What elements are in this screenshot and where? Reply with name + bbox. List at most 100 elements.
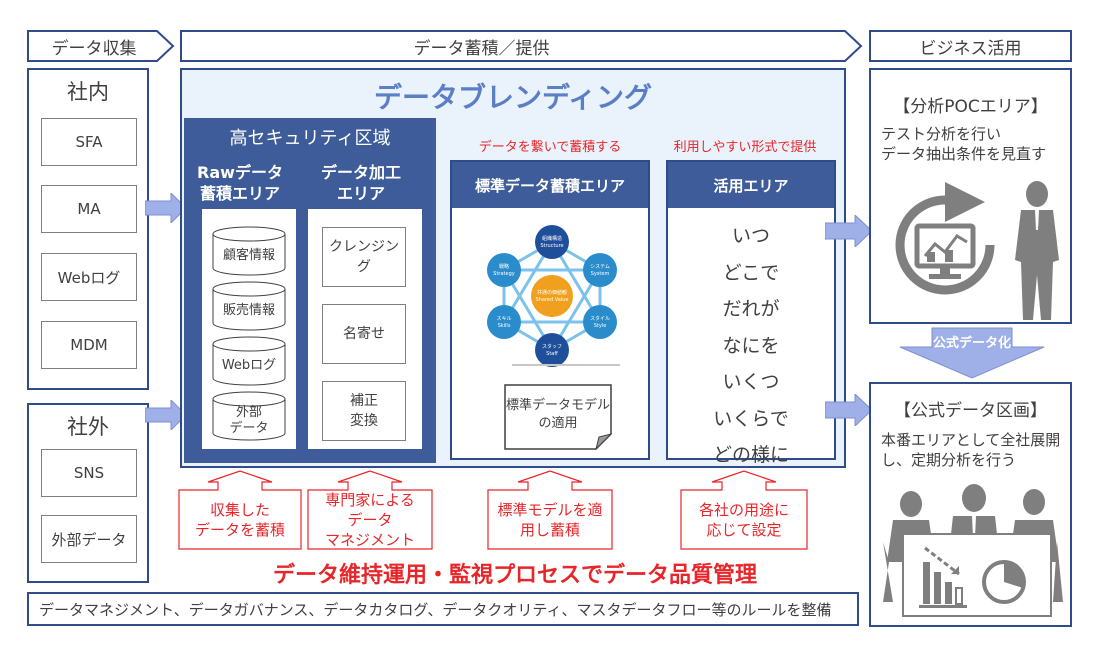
processing-area-title: データ加工 エリア	[306, 162, 416, 204]
usage-question: いつ	[731, 225, 770, 247]
usage-questions-list: いつ どこで だれが なにを いくつ いくらで どの様に	[668, 218, 834, 474]
standard-caption: データを繋いで蓄積する	[478, 140, 622, 155]
callout-standard-model: 標準モデルを適 用し蓄積	[487, 470, 613, 550]
callout-line2: 用し蓄積	[519, 521, 580, 539]
callout-text: 標準モデルを適 用し蓄積	[487, 490, 613, 550]
usage-area: 活用エリア いつ どこで だれが なにを いくつ いくらで どの様に	[666, 160, 836, 466]
database-icon	[212, 336, 286, 386]
usage-question: だれが	[722, 298, 780, 320]
header-store-label: データ蓄積／提供	[413, 38, 550, 59]
proc-title-line2: エリア	[336, 184, 385, 203]
database-icon	[212, 226, 286, 276]
poc-analysis-panel: 【分析POCエリア】 テスト分析を行い データ抽出条件を見直す	[869, 68, 1072, 324]
db-weblog: Webログ	[212, 336, 286, 386]
node-skills	[487, 305, 521, 339]
official-desc-line2: し、定期分析を行う	[881, 451, 1017, 469]
database-icon	[212, 281, 286, 331]
callout-line1: 各社の用途に	[698, 501, 789, 519]
source-sfa: SFA	[41, 118, 137, 166]
raw-title-line1: Rawデータ	[197, 163, 283, 182]
note-line1: 標準データモデル	[505, 398, 610, 413]
usage-question: いくつ	[722, 371, 780, 393]
flow-arrow-external	[145, 400, 187, 430]
poc-desc-line2: データ抽出条件を見直す	[881, 145, 1047, 163]
flow-arrow-internal	[145, 193, 187, 223]
callout-line1: 専門家による	[325, 491, 415, 509]
header-data-collection: データ収集	[27, 30, 175, 62]
node-staff-en: Staff	[546, 351, 558, 357]
usage-question: なにを	[722, 334, 780, 357]
callout-text: 収集した データを蓄積	[178, 490, 302, 550]
db-label: 外部 データ	[212, 401, 286, 441]
header-business-use: ビジネス活用	[869, 30, 1072, 62]
node-staff-ja: スタッフ	[542, 343, 562, 350]
callout-text: 各社の用途に 応じて設定	[680, 490, 808, 550]
node-skills-en: Skills	[498, 323, 511, 329]
usage-question: いくらで	[713, 407, 789, 430]
callout-line2: データ	[347, 511, 393, 529]
node-strategy-ja: 戦略	[499, 263, 509, 270]
secure-zone-title: 高セキュリティ区域	[229, 128, 391, 149]
usage-area-title: 活用エリア	[668, 162, 834, 208]
callout-shape	[307, 470, 433, 550]
officialize-arrow: 公式データ化	[898, 327, 1046, 379]
node-shared-en: Shared Value	[536, 297, 569, 303]
officialize-label: 公式データ化	[932, 335, 1011, 351]
db-label: 販売情報	[222, 303, 275, 318]
node-structure	[535, 225, 569, 259]
node-structure-en: Structure	[540, 243, 563, 249]
internal-title: 社内	[67, 80, 109, 104]
down-arrow-shape	[899, 327, 1045, 379]
callout-text: 専門家による データ マネジメント	[307, 490, 433, 550]
header-business-label: ビジネス活用	[919, 38, 1022, 59]
node-structure-ja: 組織構造	[542, 235, 562, 242]
seven-s-framework-graphic: 組織構造 Structure システム System スタイル Style スタ…	[487, 225, 620, 367]
businessman-silhouette-icon	[1015, 181, 1059, 320]
note-line2: の適用	[538, 416, 578, 431]
team-report-icon	[883, 484, 1063, 617]
flow-arrow-to-official	[825, 394, 873, 426]
official-description: 本番エリアとして全社展開 し、定期分析を行う	[881, 430, 1064, 470]
node-style-ja: スタイル	[590, 315, 610, 322]
raw-area-title: Rawデータ 蓄積エリア	[190, 162, 290, 204]
node-strategy-en: Strategy	[493, 271, 514, 277]
node-staff	[535, 333, 569, 367]
process-label-line1: 補正	[350, 393, 378, 409]
data-blending-area: データブレンディング 高セキュリティ区域 Rawデータ 蓄積エリア データ加工 …	[180, 68, 846, 468]
callout-shape	[680, 470, 808, 550]
process-name-matching: 名寄せ	[322, 304, 406, 364]
node-shared-ja: 共通の価値観	[537, 289, 567, 296]
header-collect-label: データ収集	[51, 38, 137, 59]
process-correction: 補正 変換	[322, 381, 406, 441]
node-strategy	[487, 253, 521, 287]
chevron-shape	[27, 30, 175, 62]
rules-bar: データマネジメント、データガバナンス、データカタログ、データクオリティ、マスタデ…	[27, 592, 859, 626]
poc-title: 【分析POCエリア】	[893, 97, 1048, 117]
callout-shape	[178, 470, 302, 550]
source-mdm: MDM	[41, 321, 137, 369]
source-weblog: Webログ	[41, 253, 137, 301]
note-shape	[504, 384, 612, 450]
usage-caption: 利用しやすい形式で提供	[673, 140, 817, 155]
high-security-zone: 高セキュリティ区域 Rawデータ 蓄積エリア データ加工 エリア 顧客情報 販売…	[184, 118, 436, 463]
node-system-ja: システム	[590, 264, 610, 270]
source-ma: MA	[41, 185, 137, 233]
callout-expert-management: 専門家による データ マネジメント	[307, 470, 433, 550]
database-icon	[212, 391, 286, 441]
footnote-line	[512, 364, 620, 366]
official-data-panel: 【公式データ区画】 本番エリアとして全社展開 し、定期分析を行う	[869, 382, 1072, 627]
quality-management-banner: データ維持運用・監視プロセスでデータ品質管理	[272, 563, 757, 588]
chevron-shape	[180, 30, 863, 62]
node-skills-ja: スキル	[496, 316, 511, 322]
node-style	[583, 305, 617, 339]
poc-description: テスト分析を行い データ抽出条件を見直す	[881, 124, 1064, 164]
header-store-provide: データ蓄積／提供	[180, 30, 863, 62]
analysis-cycle-icon	[895, 182, 995, 295]
process-label-line2: 変換	[350, 413, 378, 429]
node-style-en: Style	[594, 323, 607, 329]
usage-question: どこで	[722, 261, 780, 284]
raw-storage-column: 顧客情報 販売情報 Webログ 外部 データ	[202, 209, 296, 449]
db-label: 顧客情報	[222, 248, 275, 263]
external-sources-panel: 社外 SNS 外部データ	[27, 403, 149, 583]
source-sns: SNS	[41, 449, 137, 497]
